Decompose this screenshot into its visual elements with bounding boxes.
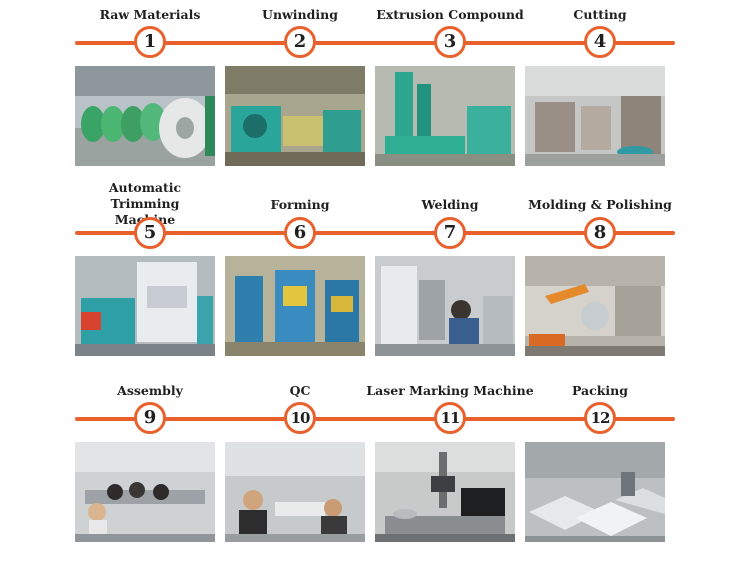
cutting-photo xyxy=(525,66,665,166)
step-label: Assembly xyxy=(117,383,183,398)
step-label: Forming xyxy=(270,197,330,212)
timeline-line xyxy=(75,231,675,235)
qc-photo xyxy=(225,442,365,542)
step-number-badge: 10 xyxy=(284,402,316,434)
step-label: Laser Marking Machine xyxy=(366,383,534,398)
welding-photo-icon xyxy=(375,256,515,356)
step-label: Unwinding xyxy=(262,7,338,22)
qc-photo-icon xyxy=(225,442,365,542)
timeline-line xyxy=(75,41,675,45)
step-label: Extrusion Compound xyxy=(376,7,524,22)
raw-materials-photo xyxy=(75,66,215,166)
unwinding-photo xyxy=(225,66,365,166)
forming-photo-icon xyxy=(225,256,365,356)
packing-photo xyxy=(525,442,665,542)
step-number-badge: 11 xyxy=(434,402,466,434)
step-number-badge: 4 xyxy=(584,26,616,58)
step-label: Welding xyxy=(421,197,479,212)
step-number-badge: 5 xyxy=(134,217,166,249)
polishing-photo-icon xyxy=(525,256,665,356)
step-label: Packing xyxy=(571,383,628,398)
laser-marking-photo xyxy=(375,442,515,542)
packing-photo-icon xyxy=(525,442,665,542)
step-number-badge: 6 xyxy=(284,217,316,249)
extrusion-photo xyxy=(375,66,515,166)
step-label: Raw Materials xyxy=(99,7,201,22)
trimming-photo xyxy=(75,256,215,356)
step-number-badge: 3 xyxy=(434,26,466,58)
assembly-photo xyxy=(75,442,215,542)
step-number-badge: 1 xyxy=(134,26,166,58)
step-number-badge: 9 xyxy=(134,402,166,434)
polishing-photo xyxy=(525,256,665,356)
assembly-photo-icon xyxy=(75,442,215,542)
step-label: QC xyxy=(289,383,311,398)
step-number-badge: 7 xyxy=(434,217,466,249)
unwinding-photo-icon xyxy=(225,66,365,166)
step-number-badge: 8 xyxy=(584,217,616,249)
step-number-badge: 2 xyxy=(284,26,316,58)
raw-materials-photo-icon xyxy=(75,66,215,166)
timeline-line xyxy=(75,417,675,421)
step-label: Molding & Polishing xyxy=(528,197,672,212)
step-label: Cutting xyxy=(573,7,627,22)
welding-photo xyxy=(375,256,515,356)
laser-marking-photo-icon xyxy=(375,442,515,542)
cutting-photo-icon xyxy=(525,66,665,166)
extrusion-photo-icon xyxy=(375,66,515,166)
step-label: Automatic Trimming Machine xyxy=(108,180,182,227)
forming-photo xyxy=(225,256,365,356)
trimming-photo-icon xyxy=(75,256,215,356)
step-number-badge: 12 xyxy=(584,402,616,434)
